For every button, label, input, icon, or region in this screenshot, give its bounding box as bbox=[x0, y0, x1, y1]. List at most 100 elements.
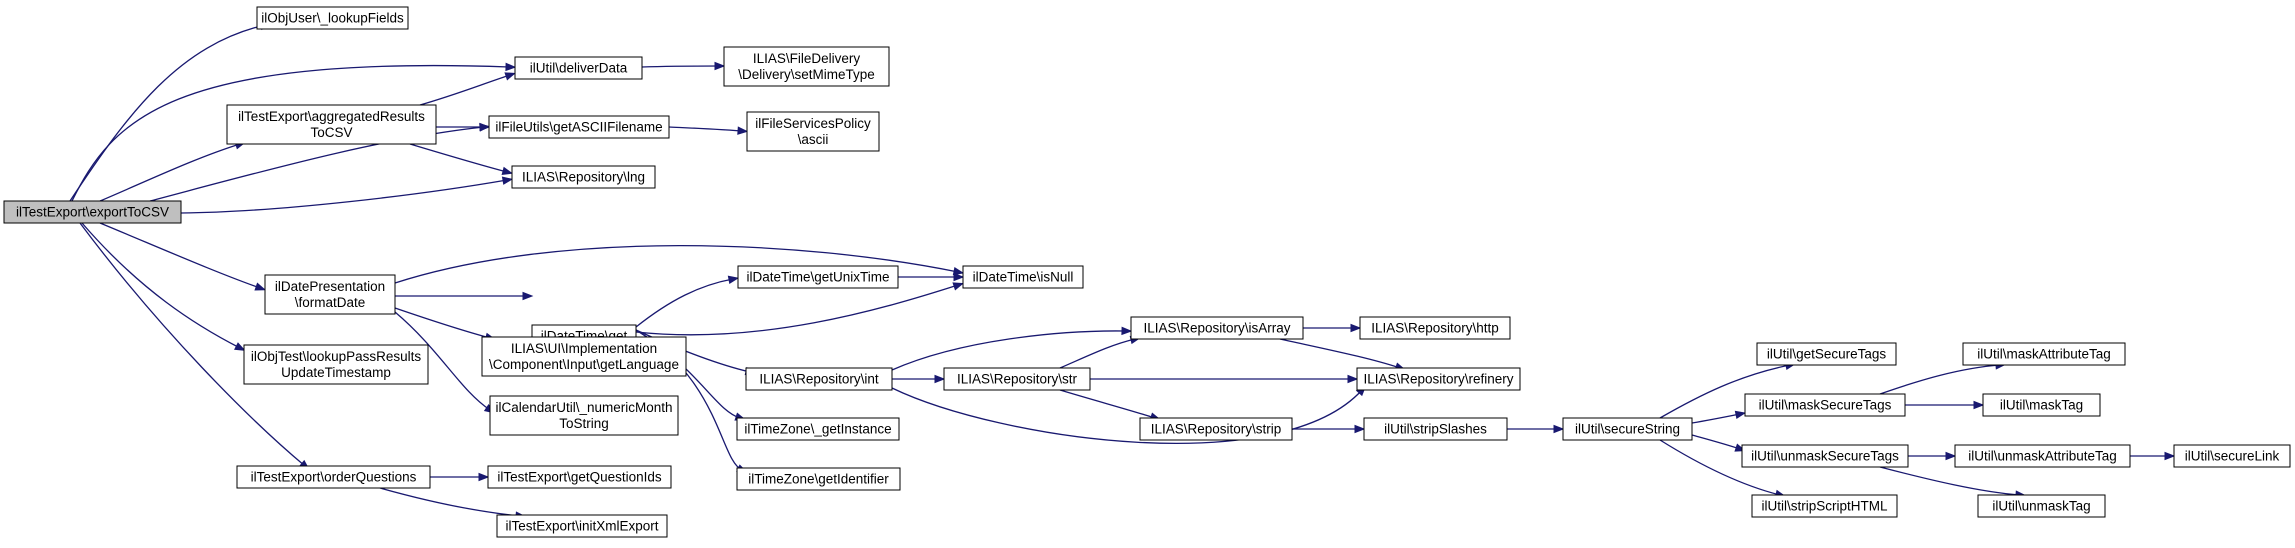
node-repo-int[interactable]: ILIAS\Repository\int bbox=[745, 367, 893, 391]
edge-format_date-to-is_null bbox=[394, 244, 965, 284]
node-strip-slashes[interactable]: ilUtil\stripSlashes bbox=[1363, 417, 1508, 441]
node-repo-is-array[interactable]: ILIAS\Repository\isArray bbox=[1130, 316, 1304, 340]
node-box bbox=[737, 265, 899, 289]
edge-datetime_get-to-is_null bbox=[635, 282, 965, 336]
node-label: ilFileUtils\getASCIIFilename bbox=[495, 120, 662, 135]
node-mask-attribute-tag[interactable]: ilUtil\maskAttributeTag bbox=[1962, 342, 2126, 366]
node-box bbox=[1751, 494, 1898, 518]
node-box bbox=[489, 395, 679, 436]
node-box bbox=[736, 417, 900, 441]
node-label: ilTimeZone\_getInstance bbox=[744, 422, 891, 437]
node-label: ilUtil\maskAttributeTag bbox=[1977, 347, 2111, 362]
node-get-ascii-filename[interactable]: ilFileUtils\getASCIIFilename bbox=[488, 115, 670, 139]
node-ascii[interactable]: ilFileServicesPolicy\ascii bbox=[746, 111, 880, 152]
edge-arrowhead bbox=[952, 266, 965, 276]
node-box bbox=[481, 336, 687, 377]
node-box bbox=[1977, 494, 2106, 518]
node-box bbox=[3, 200, 182, 224]
node-label: ILIAS\FileDelivery bbox=[753, 51, 861, 66]
edge-line bbox=[668, 126, 743, 132]
node-label: ilObjUser\_lookupFields bbox=[261, 11, 404, 26]
node-label: ilUtil\unmaskAttributeTag bbox=[1968, 449, 2117, 464]
edge-line bbox=[1879, 364, 2001, 395]
node-get-secure-tags[interactable]: ilUtil\getSecureTags bbox=[1756, 342, 1897, 366]
node-unmask-tag[interactable]: ilUtil\unmaskTag bbox=[1977, 494, 2106, 518]
node-repo-strip[interactable]: ILIAS\Repository\strip bbox=[1139, 417, 1293, 441]
node-label: ilUtil\unmaskTag bbox=[1992, 499, 2090, 514]
node-mask-secure-tags[interactable]: ilUtil\maskSecureTags bbox=[1744, 393, 1906, 417]
node-box bbox=[511, 165, 656, 189]
edge-aggregated_results-to-repo_lng bbox=[409, 143, 514, 175]
edge-arrowhead bbox=[934, 374, 946, 384]
edge-line bbox=[180, 179, 508, 214]
node-format-date[interactable]: ilDatePresentation\formatDate bbox=[264, 274, 396, 315]
edge-line bbox=[79, 222, 306, 467]
edge-unmask_secure_tags-to-unmask_attribute_tag bbox=[1908, 451, 1957, 461]
edge-secure_string-to-mask_secure_tags bbox=[1691, 410, 1747, 424]
edge-line bbox=[394, 311, 491, 411]
node-secure-link[interactable]: ilUtil\secureLink bbox=[2173, 444, 2291, 468]
edge-arrowhead bbox=[714, 61, 726, 71]
node-get-unix-time[interactable]: ilDateTime\getUnixTime bbox=[737, 265, 899, 289]
edge-arrowhead bbox=[501, 166, 514, 175]
node-label: ToCSV bbox=[310, 125, 352, 140]
node-secure-string[interactable]: ilUtil\secureString bbox=[1562, 417, 1693, 441]
node-order-questions[interactable]: ilTestExport\orderQuestions bbox=[236, 465, 431, 489]
edge-arrowhead bbox=[254, 282, 266, 291]
node-is-null[interactable]: ilDateTime\isNull bbox=[962, 265, 1084, 289]
node-set-mime-type[interactable]: ILIAS\FileDelivery\Delivery\setMimeType bbox=[723, 46, 890, 87]
edge-export_to_csv-to-deliver_data bbox=[71, 62, 517, 202]
edge-line bbox=[394, 307, 491, 339]
node-repo-lng[interactable]: ILIAS\Repository\lng bbox=[511, 165, 656, 189]
node-label: ilUtil\getSecureTags bbox=[1767, 347, 1887, 362]
edge-repo_str-to-repo_strip bbox=[1059, 389, 1162, 421]
node-box bbox=[723, 46, 890, 87]
edge-line bbox=[1691, 434, 1741, 450]
node-repo-http[interactable]: ILIAS\Repository\http bbox=[1359, 316, 1511, 340]
node-deliver-data[interactable]: ilUtil\deliverData bbox=[514, 56, 643, 80]
node-unmask-attribute-tag[interactable]: ilUtil\unmaskAttributeTag bbox=[1954, 444, 2131, 468]
edge-export_to_csv-to-aggregated_results bbox=[99, 141, 247, 202]
node-label: ilUtil\secureLink bbox=[2185, 449, 2280, 464]
edge-export_to_csv-to-repo_lng bbox=[180, 176, 514, 214]
edge-arrowhead bbox=[478, 472, 490, 482]
node-label: ilUtil\maskTag bbox=[2000, 398, 2083, 413]
node-repo-refinery[interactable]: ILIAS\Repository\refinery bbox=[1356, 367, 1521, 391]
node-box bbox=[1130, 316, 1304, 340]
node-get-instance[interactable]: ilTimeZone\_getInstance bbox=[736, 417, 900, 441]
node-strip-script-html[interactable]: ilUtil\stripScriptHTML bbox=[1751, 494, 1898, 518]
edge-arrowhead bbox=[1121, 326, 1133, 336]
node-get-language[interactable]: ILIAS\UI\Implementation\Component\Input\… bbox=[481, 336, 687, 377]
node-export-to-csv[interactable]: ilTestExport\exportToCSV bbox=[3, 200, 182, 224]
edge-line bbox=[1059, 338, 1136, 369]
node-lookup-fields[interactable]: ilObjUser\_lookupFields bbox=[256, 6, 409, 30]
node-label: ilCalendarUtil\_numericMonth bbox=[495, 400, 672, 415]
edge-repo_int-to-repo_is_array bbox=[891, 326, 1133, 371]
edge-arrowhead bbox=[953, 272, 965, 282]
node-get-question-ids[interactable]: ilTestExport\getQuestionIds bbox=[487, 465, 672, 489]
edge-line bbox=[71, 64, 511, 202]
edge-get_ascii_filename-to-ascii bbox=[668, 126, 749, 135]
node-box bbox=[243, 344, 429, 385]
node-box bbox=[745, 367, 893, 391]
node-label: ILIAS\Repository\lng bbox=[522, 170, 645, 185]
node-mask-tag[interactable]: ilUtil\maskTag bbox=[1982, 393, 2101, 417]
node-box bbox=[488, 115, 670, 139]
node-repo-str[interactable]: ILIAS\Repository\str bbox=[943, 367, 1091, 391]
node-unmask-secure-tags[interactable]: ilUtil\unmaskSecureTags bbox=[1741, 444, 1909, 468]
node-box bbox=[1962, 342, 2126, 366]
node-get-identifier[interactable]: ilTimeZone\getIdentifier bbox=[736, 467, 901, 491]
edge-arrowhead bbox=[952, 282, 965, 291]
node-init-xml-export[interactable]: ilTestExport\initXmlExport bbox=[496, 514, 668, 538]
node-label: ilTestExport\orderQuestions bbox=[251, 470, 417, 485]
node-label: ToString bbox=[559, 416, 609, 431]
edge-arrowhead bbox=[1350, 323, 1362, 333]
edge-line bbox=[1879, 466, 2021, 496]
node-lookup-pass-results[interactable]: ilObjTest\lookupPassResultsUpdateTimesta… bbox=[243, 344, 429, 385]
node-label: \formatDate bbox=[295, 295, 366, 310]
edge-arrowhead bbox=[1553, 424, 1565, 434]
edge-arrowhead bbox=[727, 275, 740, 285]
node-label: ilUtil\unmaskSecureTags bbox=[1751, 449, 1899, 464]
